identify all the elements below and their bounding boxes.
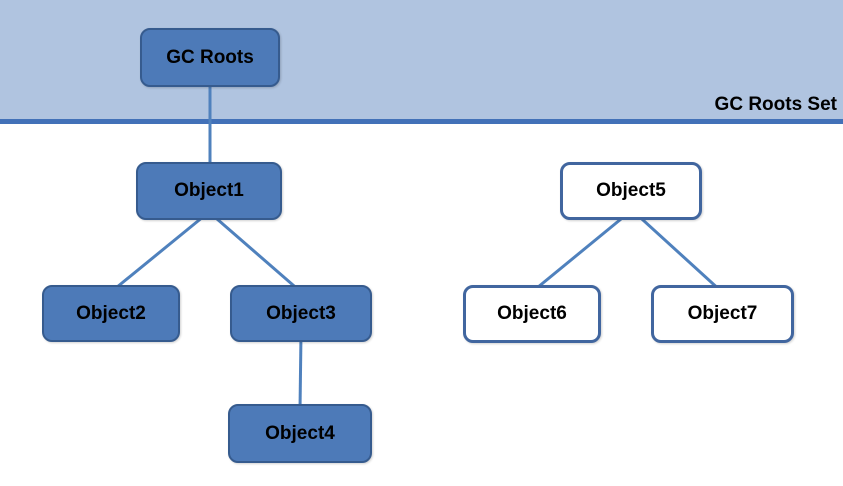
node-object3: Object3	[230, 285, 372, 342]
gc-roots-set-label: GC Roots Set	[714, 94, 837, 115]
edge-object5-object7	[630, 208, 724, 294]
edge-object1-object2	[110, 210, 210, 294]
gc-roots-set-divider	[0, 119, 843, 124]
node-gc-roots: GC Roots	[140, 28, 280, 87]
edge-object3-object4	[298, 333, 303, 411]
edge-object5-object6	[531, 208, 633, 294]
edge-object1-object3	[208, 210, 302, 294]
node-object2: Object2	[42, 285, 180, 342]
node-object4: Object4	[228, 404, 372, 463]
node-object7: Object7	[651, 285, 794, 343]
node-object6: Object6	[463, 285, 601, 343]
node-object1: Object1	[136, 162, 282, 220]
node-object5: Object5	[560, 162, 702, 220]
